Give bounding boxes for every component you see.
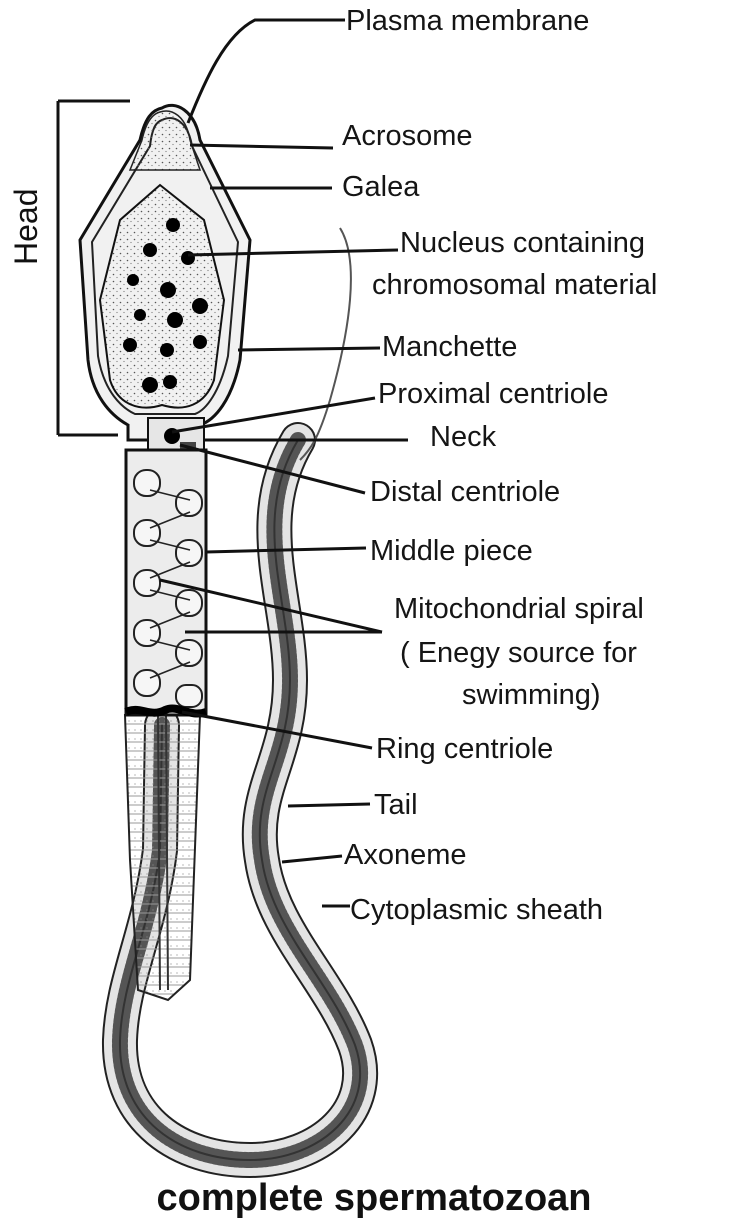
cytoplasmic-sheath-label: Cytoplasmic sheath xyxy=(350,893,603,927)
middle-piece-label: Middle piece xyxy=(370,534,533,568)
mitochondrial-note-line2: swimming) xyxy=(462,678,601,712)
distal-centriole-label: Distal centriole xyxy=(370,475,560,509)
nucleus-label-line1: Nucleus containing xyxy=(400,226,645,260)
mitochondrial-note-line1: ( Enegy source for xyxy=(400,636,637,670)
manchette-label: Manchette xyxy=(382,330,517,364)
head-label: Head xyxy=(8,189,45,266)
ring-centriole-label: Ring centriole xyxy=(376,732,553,766)
sperm-head xyxy=(80,105,250,440)
neck-label: Neck xyxy=(430,420,496,454)
mitochondrial-spiral-label: Mitochondrial spiral xyxy=(394,592,644,626)
plasma-membrane-label: Plasma membrane xyxy=(346,4,589,38)
proximal-centriole-label: Proximal centriole xyxy=(378,377,608,411)
diagram-caption: complete spermatozoan xyxy=(0,1176,748,1220)
tail-label: Tail xyxy=(374,788,418,822)
nucleus-label-line2: chromosomal material xyxy=(372,268,657,302)
galea-label: Galea xyxy=(342,170,419,204)
acrosome-label: Acrosome xyxy=(342,119,473,153)
principal-piece xyxy=(125,715,200,1000)
axoneme-label: Axoneme xyxy=(344,838,467,872)
